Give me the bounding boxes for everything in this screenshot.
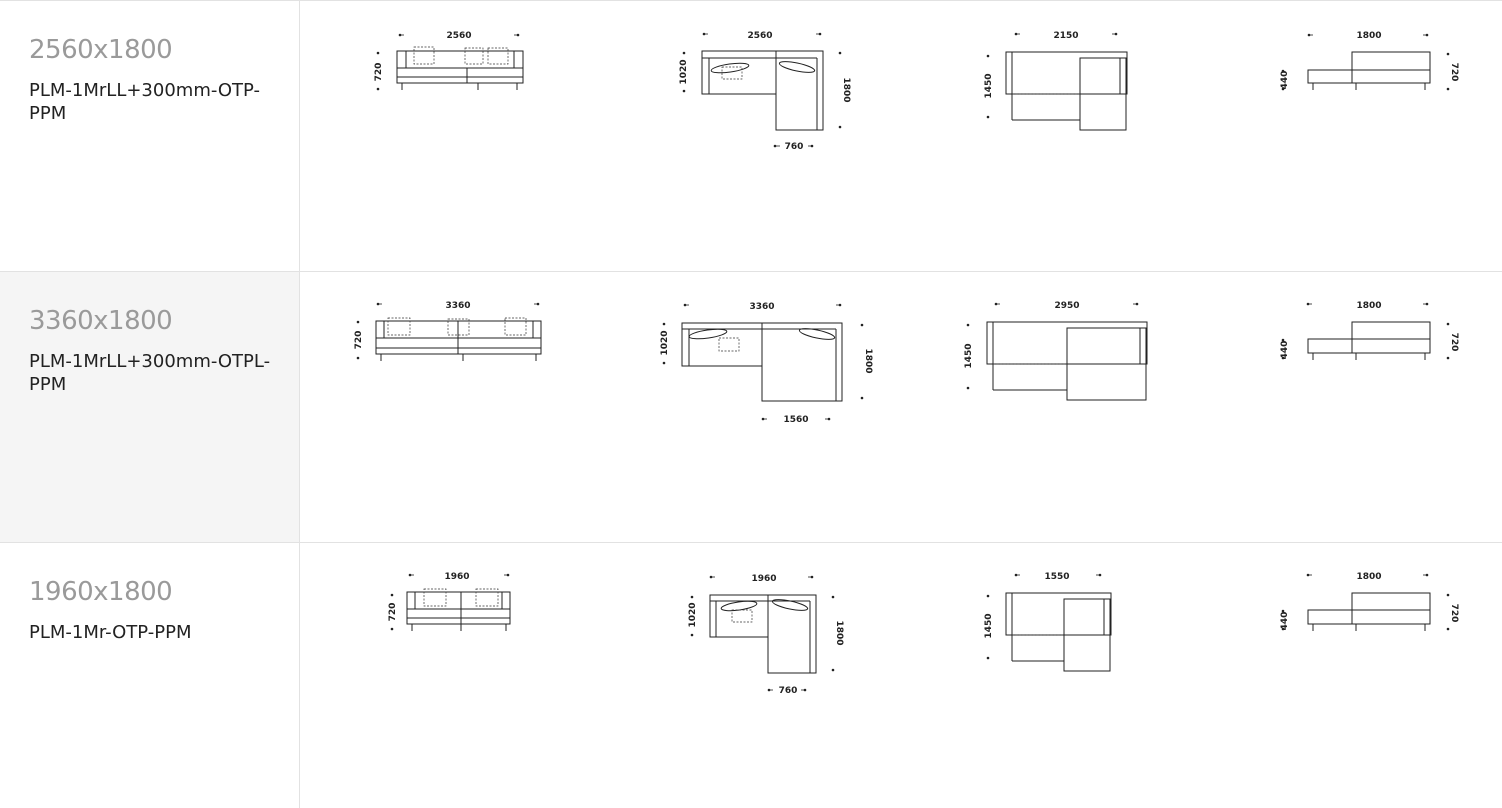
side-view-drawing: 1800 440 720 [1275, 1, 1465, 101]
depth-dimension: 1020 [688, 602, 698, 627]
table-row: 3360x1800 PLM-1MrLL+300mm-OTPL-PPM 3360 … [0, 271, 1502, 542]
side-view-drawing: 1800 440 720 [1275, 543, 1465, 643]
product-code: PLM-1Mr-OTP-PPM [29, 622, 192, 643]
bed-depth-dimension: 1450 [964, 343, 974, 368]
chaise-width-dimension: 760 [785, 142, 804, 152]
front-view-drawing: 2560 720 [370, 1, 530, 101]
side-view-drawing: 1800 440 720 [1275, 272, 1465, 372]
size-label: 1960x1800 [29, 577, 173, 607]
table-row: 2560x1800 PLM-1MrLL+300mm-OTP-PPM 2560 7… [0, 0, 1502, 271]
bed-depth-dimension: 1450 [984, 73, 994, 98]
width-dimension: 1960 [444, 572, 469, 582]
bed-view-drawing: 1550 1450 [980, 543, 1140, 703]
bed-view-drawing: 2950 1450 [960, 272, 1160, 432]
depth-dimension: 1020 [679, 59, 689, 84]
side-width-dimension: 1800 [1356, 572, 1381, 582]
row-label-cell: 2560x1800 PLM-1MrLL+300mm-OTP-PPM [0, 1, 300, 271]
side-width-dimension: 1800 [1356, 301, 1381, 311]
bed-width-dimension: 2150 [1053, 31, 1078, 41]
product-code: PLM-1MrLL+300mm-OTP-PPM [29, 80, 260, 124]
side-height-dimension: 720 [1449, 63, 1459, 82]
width-dimension: 3360 [445, 301, 470, 311]
bed-width-dimension: 2950 [1054, 301, 1079, 311]
width-dimension: 2560 [747, 31, 772, 41]
top-view-drawing: 3360 1020 1800 1560 [655, 272, 875, 432]
bed-view-drawing: 2150 1450 [980, 1, 1160, 161]
height-dimension: 720 [354, 331, 364, 350]
seat-height-dimension: 440 [1280, 612, 1290, 631]
row-label-cell: 3360x1800 PLM-1MrLL+300mm-OTPL-PPM [0, 272, 300, 542]
bed-width-dimension: 1550 [1044, 572, 1069, 582]
depth-dimension: 1020 [660, 330, 670, 355]
height-dimension: 720 [374, 63, 384, 82]
width-dimension: 1960 [751, 574, 776, 584]
front-view-drawing: 3360 720 [350, 272, 550, 372]
seat-height-dimension: 440 [1280, 341, 1290, 360]
chaise-width-dimension: 1560 [783, 415, 808, 425]
side-height-dimension: 720 [1449, 604, 1459, 623]
width-dimension: 2560 [446, 31, 471, 41]
chaise-depth-dimension: 1800 [834, 620, 844, 645]
width-dimension: 3360 [749, 302, 774, 312]
drawings-cell: 3360 720 [300, 272, 1502, 542]
side-height-dimension: 720 [1449, 333, 1459, 352]
drawings-cell: 1960 720 [300, 543, 1502, 808]
front-view-drawing: 1960 720 [380, 543, 520, 643]
top-view-drawing: 2560 1020 1800 760 [679, 1, 860, 161]
size-label: 3360x1800 [29, 306, 173, 336]
product-code: PLM-1MrLL+300mm-OTPL-PPM [29, 351, 271, 395]
top-view-drawing: 1960 1020 1800 760 [685, 543, 855, 703]
chaise-depth-dimension: 1800 [841, 77, 851, 102]
size-label: 2560x1800 [29, 35, 173, 65]
bed-depth-dimension: 1450 [984, 613, 994, 638]
row-label-cell: 1960x1800 PLM-1Mr-OTP-PPM [0, 543, 300, 808]
chaise-depth-dimension: 1800 [863, 348, 873, 373]
table-row: 1960x1800 PLM-1Mr-OTP-PPM 1960 720 [0, 542, 1502, 808]
side-width-dimension: 1800 [1356, 31, 1381, 41]
seat-height-dimension: 440 [1280, 71, 1290, 90]
drawings-cell: 2560 720 [300, 1, 1502, 271]
height-dimension: 720 [388, 603, 398, 622]
chaise-width-dimension: 760 [779, 686, 798, 696]
